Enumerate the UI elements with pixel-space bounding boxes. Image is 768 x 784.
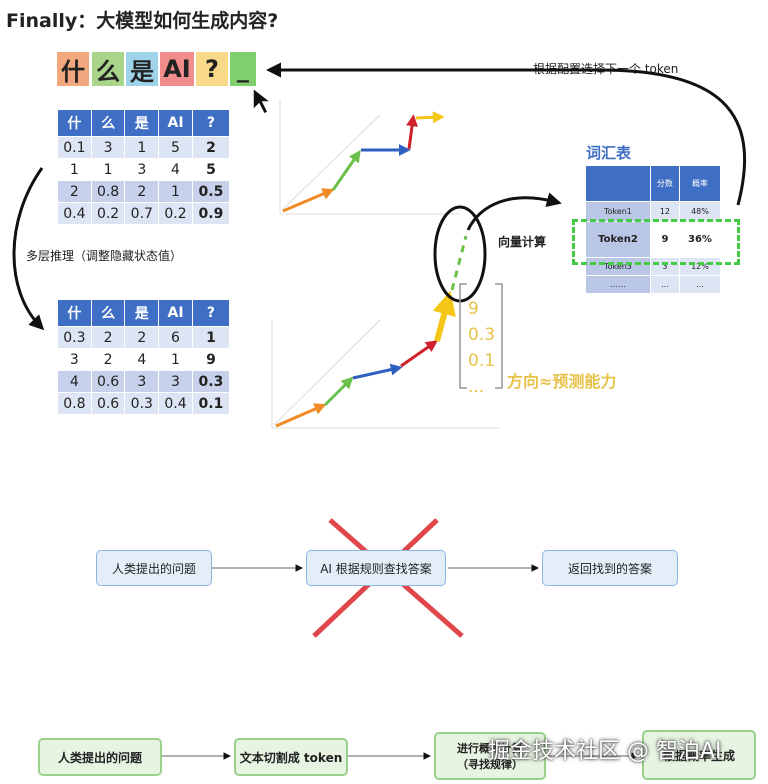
matrix-header: 什	[57, 299, 92, 327]
matrix-cell: 2	[57, 180, 92, 203]
layers-arrow	[12, 167, 45, 331]
vocab-cell: ...	[678, 275, 722, 294]
flow-wrong-step-3: 返回找到的答案	[542, 550, 678, 586]
flow-wrong-step-2: AI 根据规则查找答案	[306, 550, 446, 586]
vector-value: 9	[468, 299, 479, 319]
token-box: 么	[92, 52, 124, 86]
matrix-header: 么	[90, 299, 126, 327]
matrix-cell: 0.1	[191, 392, 231, 415]
matrix-cell: 1	[158, 180, 193, 203]
layers-label: 多层推理（调整隐藏状态值）	[26, 249, 183, 263]
token-box: 是	[126, 52, 158, 86]
vector-calc-label: 向量计算	[498, 235, 547, 249]
matrix-header: AI	[158, 109, 193, 137]
vocab-cell: ……	[585, 275, 651, 294]
selected-token-highlight	[572, 219, 740, 265]
vocab-title: 词汇表	[586, 144, 632, 162]
watermark: 掘金技术社区 @ 智泊AI	[488, 739, 722, 764]
flow-right-step-4: 根据概率生成	[642, 730, 756, 780]
matrix-header: 么	[90, 109, 126, 137]
cursor-icon	[252, 86, 274, 116]
matrix-cell: 0.3	[57, 326, 92, 349]
matrix-cell: 1	[158, 348, 193, 371]
matrix-cell: 6	[158, 326, 193, 349]
vector-value: 0.1	[468, 351, 496, 371]
matrix-cell: 3	[124, 370, 160, 393]
matrix-cell: 4	[158, 158, 193, 181]
matrix-header: 是	[124, 299, 160, 327]
flow-wrong-step-1: 人类提出的问题	[96, 550, 212, 586]
vector-chart-bottom	[271, 235, 500, 429]
matrix-cell: 0.5	[191, 180, 231, 203]
matrix-cell: 3	[57, 348, 92, 371]
matrix-cell: 0.3	[124, 392, 160, 415]
matrix-cell: 1	[191, 326, 231, 349]
matrix-cell: 0.2	[90, 202, 126, 225]
token-box: _	[230, 52, 256, 86]
vocab-row: ……......	[585, 275, 722, 294]
matrix-cell: 0.4	[158, 392, 193, 415]
vector-bracket	[459, 283, 467, 389]
vocab-cell: 9	[649, 221, 680, 258]
matrix-header: ?	[191, 109, 231, 137]
vocab-cell: 12	[649, 201, 680, 222]
vector-values: 9 0.3 0.1 ...	[468, 296, 498, 400]
matrix-cell: 4	[57, 370, 92, 393]
token-box: ?	[196, 52, 228, 86]
page-title: Finally：大模型如何生成内容?	[6, 10, 279, 32]
matrix-cell: 0.8	[57, 392, 92, 415]
matrix-header: AI	[158, 299, 193, 327]
matrix-cell: 3	[158, 370, 193, 393]
vocab-header	[585, 165, 651, 202]
vector-to-vocab-arrow	[466, 192, 562, 231]
matrix-cell: 1	[124, 136, 160, 159]
flow-right-step-1: 人类提出的问题	[38, 738, 162, 776]
matrix-cell: 5	[191, 158, 231, 181]
matrix-header: 什	[57, 109, 92, 137]
matrix-cell: 2	[191, 136, 231, 159]
select-token-arrow	[266, 62, 747, 206]
direction-label: 方向≈预测能力	[507, 372, 617, 391]
vector-value: 0.3	[468, 325, 496, 345]
matrix-cell: 0.6	[90, 370, 126, 393]
vector-value: ...	[468, 377, 485, 397]
vocab-cell: ...	[649, 275, 680, 294]
matrix-cell: 0.7	[124, 202, 160, 225]
flow-right-step-3: 进行概率计算 （寻找规律）	[434, 732, 546, 780]
token-box: 什	[57, 52, 89, 86]
flow-right-step-2: 文本切割成 token	[234, 738, 348, 776]
vocab-header: 分数	[649, 165, 680, 202]
matrix-cell: 2	[90, 348, 126, 371]
matrix-cell: 9	[191, 348, 231, 371]
vocab-cell: Token2	[585, 221, 651, 258]
token-box: AI	[160, 52, 194, 86]
vector-chart-top	[279, 100, 460, 215]
matrix-cell: 0.9	[191, 202, 231, 225]
matrix-cell: 2	[124, 326, 160, 349]
vocab-header: 概率	[678, 165, 722, 202]
vocab-cell: Token1	[585, 201, 651, 222]
matrix-cell: 3	[124, 158, 160, 181]
